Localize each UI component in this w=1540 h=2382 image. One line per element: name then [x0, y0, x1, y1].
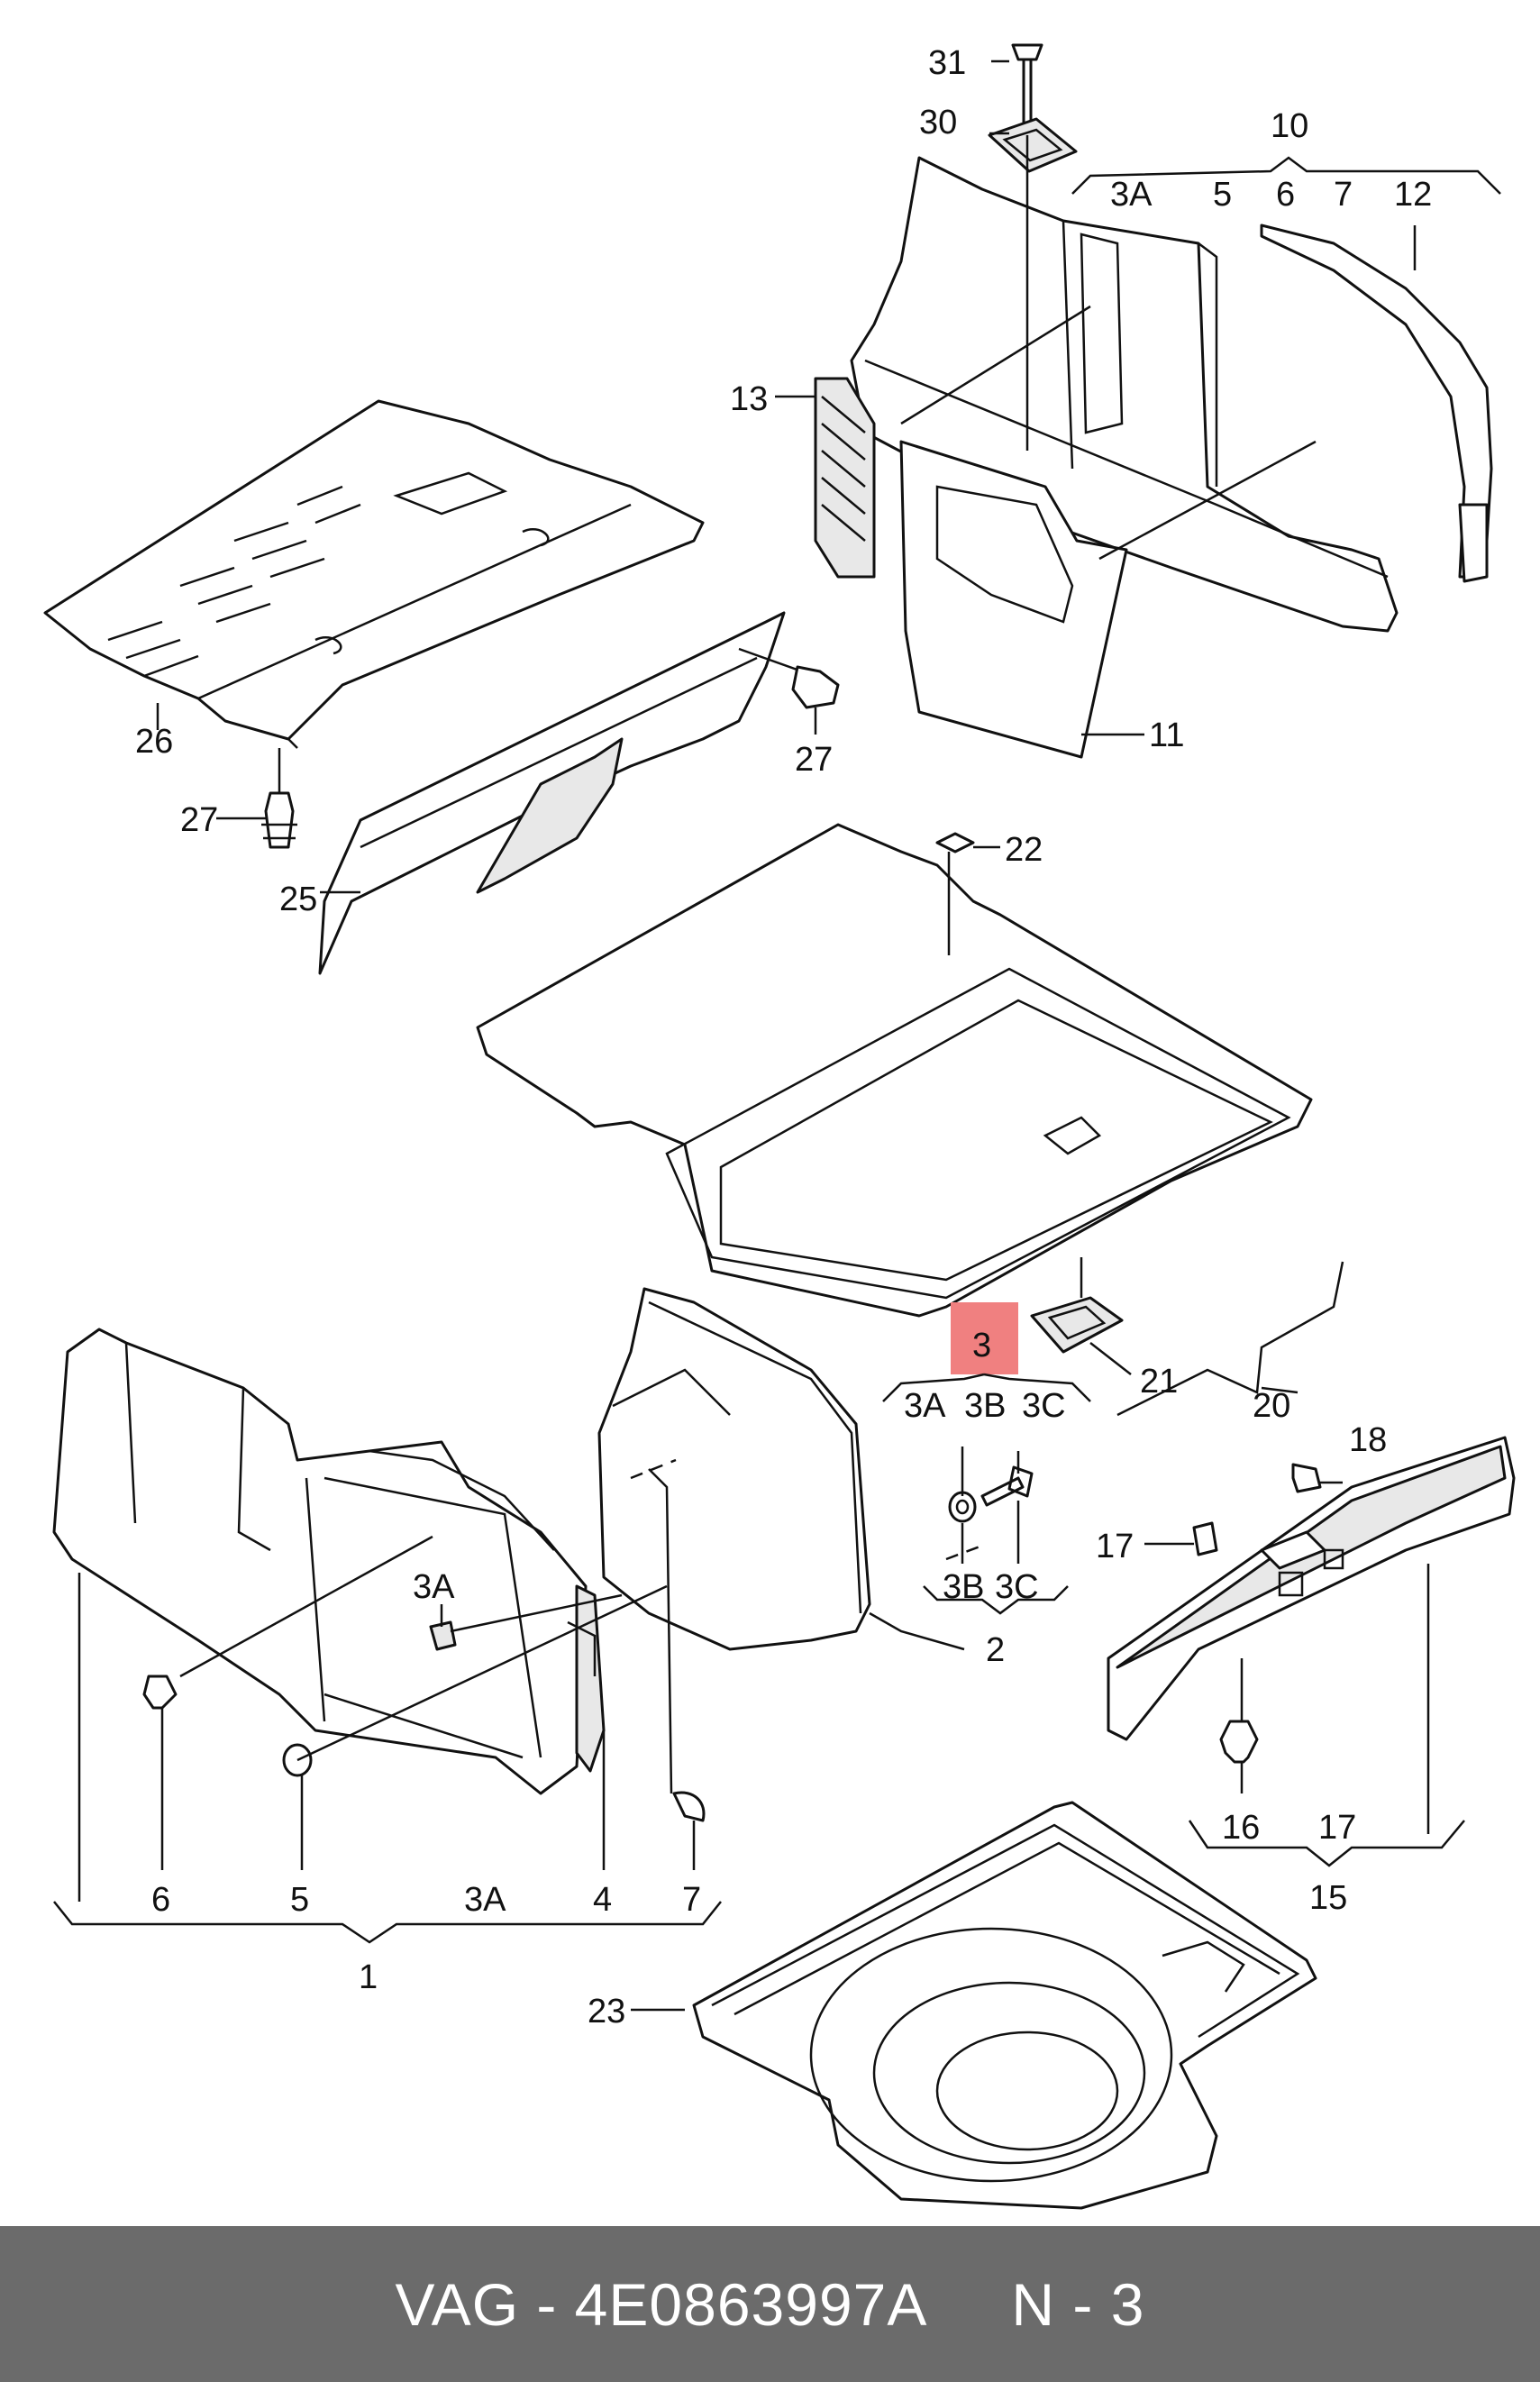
- vent-grille-13-shape: [814, 377, 876, 579]
- wheel-well-bowl: [809, 1927, 1173, 2183]
- callout-3-highlight: [951, 1302, 1018, 1374]
- clip-27-right-shape: [791, 665, 840, 709]
- callout-21: 21: [1140, 1363, 1178, 1401]
- callout-labels: 31 30 10 3A 5 6 7 12 13 11 26 27 27 25 2…: [135, 44, 1432, 2031]
- rear-panel-assembly: [318, 611, 840, 975]
- callout-6-top: 6: [1276, 176, 1295, 214]
- fastener-group-3: [882, 1302, 1091, 1615]
- washer-3B-shape: [948, 1491, 977, 1523]
- callout-3C-low: 3C: [995, 1568, 1039, 1606]
- callout-11: 11: [1149, 716, 1184, 754]
- callout-18: 18: [1349, 1421, 1387, 1459]
- trim-strip-12-shape: [1260, 224, 1493, 579]
- callout-7: 7: [682, 1881, 701, 1919]
- sill-cover-assembly: [1107, 1436, 1516, 1867]
- callout-17-top: 17: [1096, 1528, 1134, 1565]
- floor-panel-assembly: [43, 399, 705, 849]
- callout-1: 1: [359, 1958, 378, 1996]
- callout-30: 30: [919, 104, 957, 141]
- side-trim-1-shape: [52, 1328, 588, 1795]
- clip-3A-shape: [429, 1620, 457, 1651]
- callout-3B-mid: 3B: [964, 1387, 1006, 1425]
- part-number-caption: VAG - 4E0863997A N - 3: [395, 2270, 1145, 2338]
- callout-2: 2: [986, 1631, 1005, 1669]
- callout-3A-left: 3A: [413, 1568, 455, 1606]
- cover-panel-11-shape: [899, 440, 1128, 759]
- floor-panel-slots: [107, 485, 361, 678]
- wheel-housing-assembly: [597, 1287, 983, 1651]
- callout-3B-low: 3B: [943, 1568, 984, 1606]
- callout-17-bottom: 17: [1318, 1809, 1356, 1847]
- hidden-line-left: [630, 1458, 677, 1480]
- clip-16-shape: [1219, 1720, 1259, 1764]
- callout-5-top: 5: [1213, 176, 1232, 214]
- clip-6-shape: [142, 1675, 178, 1710]
- callout-27-left: 27: [180, 801, 218, 839]
- rear-panel-opening-shape: [476, 737, 624, 894]
- spare-wheel-well-assembly: [631, 1801, 1317, 2210]
- cap-30-shape: [988, 117, 1078, 173]
- callout-12: 12: [1394, 176, 1432, 214]
- bolt-18-shape: [1291, 1463, 1322, 1493]
- exploded-parts-diagram: 31 30 10 3A 5 6 7 12 13 11 26 27 27 25 2…: [43, 43, 1516, 2210]
- callout-5: 5: [290, 1881, 309, 1919]
- clip-7-shape: [672, 1791, 706, 1822]
- clip-27-left-shape: [264, 791, 295, 849]
- callout-3C-mid: 3C: [1022, 1387, 1066, 1425]
- callout-6: 6: [151, 1881, 170, 1919]
- floor-panel-26-shape: [43, 399, 705, 741]
- floor-mat-assembly: [476, 823, 1344, 1417]
- callout-20: 20: [1253, 1387, 1290, 1425]
- callout-3A-mid: 3A: [904, 1387, 946, 1425]
- callout-23: 23: [588, 1993, 625, 2031]
- footer-bar: VAG - 4E0863997A N - 3: [0, 2226, 1540, 2382]
- callout-7-top: 7: [1334, 176, 1353, 214]
- bolt-3C-shape: [980, 1465, 1034, 1507]
- handle-21-group: [1030, 1296, 1132, 1375]
- component-4-shape: [575, 1584, 606, 1773]
- callout-25: 25: [279, 881, 317, 918]
- callout-3A-bottom: 3A: [464, 1881, 506, 1919]
- callout-22: 22: [1005, 831, 1043, 869]
- side-trim-assembly: [775, 43, 1501, 759]
- left-side-trim-assembly: [52, 1328, 722, 1944]
- callout-3A-top: 3A: [1110, 176, 1153, 214]
- callout-27-right: 27: [795, 741, 833, 779]
- callout-4: 4: [593, 1881, 612, 1919]
- callout-31: 31: [928, 44, 966, 82]
- hidden-line-3A-mid: [945, 1544, 983, 1561]
- pin-22-shape: [935, 832, 975, 853]
- callout-16: 16: [1222, 1809, 1260, 1847]
- callout-3: 3: [972, 1327, 991, 1364]
- trim-panel-shape: [850, 156, 1399, 633]
- clip-17-top-shape: [1192, 1521, 1218, 1556]
- handle-21-shape: [1030, 1296, 1124, 1354]
- callout-13: 13: [730, 380, 768, 418]
- callout-10: 10: [1271, 107, 1308, 145]
- callout-15: 15: [1309, 1879, 1347, 1917]
- callout-26: 26: [135, 723, 173, 761]
